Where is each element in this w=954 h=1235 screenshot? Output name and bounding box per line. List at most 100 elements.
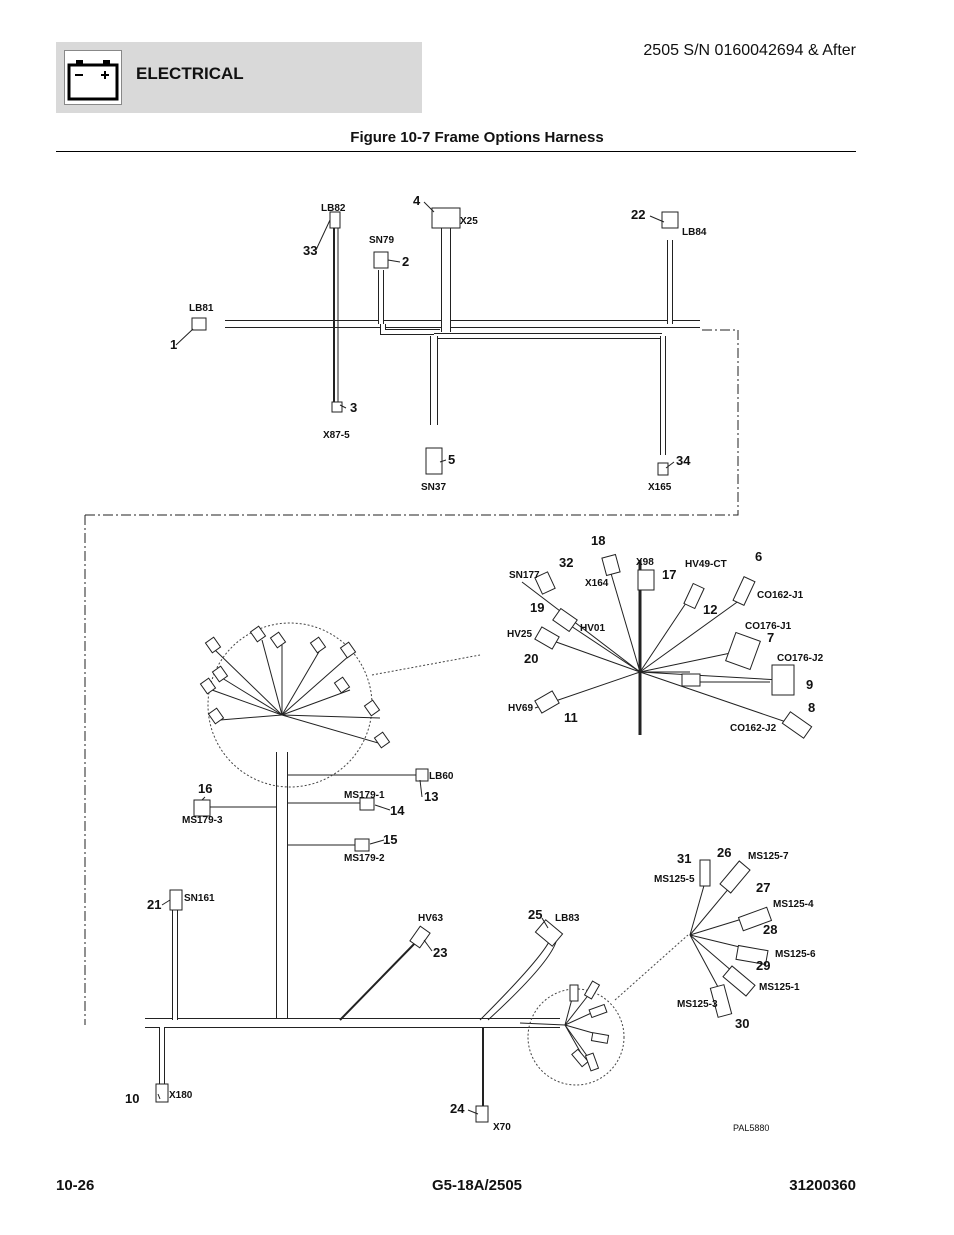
- connector-label-28: MS125-6: [775, 949, 816, 960]
- connector-label-22: LB84: [682, 227, 707, 238]
- ms125-7-connector: [719, 860, 751, 894]
- item-ref-19: 19: [530, 600, 544, 615]
- connector-label-7: CO176-J1: [745, 621, 792, 632]
- leader-line-5: [439, 459, 447, 463]
- fan-wire: [219, 714, 283, 721]
- leader-line-2: [387, 259, 401, 263]
- harness-clip: [681, 673, 701, 687]
- co176-j1-connector: [725, 631, 761, 671]
- sn177-connector: [534, 571, 556, 595]
- item-ref-14: 14: [390, 803, 405, 818]
- leader-line-10: [157, 1093, 161, 1100]
- item-ref-1: 1: [170, 337, 177, 352]
- fan-connector: [249, 625, 267, 643]
- item-ref-2: 2: [402, 254, 409, 269]
- fan-wire: [564, 1024, 591, 1061]
- sn37-connector: [425, 447, 443, 475]
- sn161-connector: [169, 889, 183, 911]
- ms179-3-connector: [193, 799, 211, 817]
- item-ref-6: 6: [755, 549, 762, 564]
- lb82-connector: [329, 211, 341, 229]
- ms125-1-connector: [722, 965, 756, 997]
- connector-label-25: LB83: [555, 913, 580, 924]
- leader-line-22: [649, 215, 665, 223]
- lower-mini-connector: [569, 984, 579, 1002]
- harness-boundary: [84, 329, 739, 1025]
- lb84-connector: [661, 211, 679, 229]
- x180-connector: [155, 1083, 169, 1103]
- item-ref-8: 8: [808, 700, 815, 715]
- item-ref-13: 13: [424, 789, 438, 804]
- detail-leader: [371, 654, 481, 676]
- fan-wire: [281, 654, 351, 716]
- item-ref-34: 34: [676, 453, 691, 468]
- item-ref-20: 20: [524, 651, 538, 666]
- section-header: ELECTRICAL: [56, 42, 422, 113]
- connector-label-21: SN161: [184, 893, 215, 904]
- lb60-connector: [415, 768, 429, 782]
- connector-label-3: X87-5: [323, 430, 350, 441]
- item-ref-17: 17: [662, 567, 676, 582]
- item-ref-12: 12: [703, 602, 717, 617]
- lower-mini-connector: [583, 980, 601, 1000]
- item-ref-31: 31: [677, 851, 691, 866]
- hv49-ct-connector: [683, 582, 705, 610]
- item-ref-24: 24: [450, 1101, 465, 1116]
- fan-wire: [639, 649, 746, 673]
- hv63-wire: [339, 939, 419, 1021]
- lb83-wire: [487, 941, 557, 1021]
- lb81-connector: [191, 317, 207, 331]
- ms179-1-connector: [359, 797, 375, 811]
- leader-line-16: [201, 796, 206, 801]
- item-ref-11: 11: [564, 710, 578, 725]
- connector-label-4: X25: [460, 216, 478, 227]
- fan-wire: [639, 599, 689, 673]
- connector-label-8: CO162-J2: [730, 723, 777, 734]
- leader-line-34: [665, 461, 675, 469]
- detail-wire: [519, 1022, 566, 1026]
- x98-connector: [637, 569, 655, 591]
- fan-connector: [333, 676, 351, 694]
- x25-connector: [431, 207, 461, 229]
- item-ref-25: 25: [528, 907, 542, 922]
- fan-connector: [207, 707, 225, 725]
- item-ref-32: 32: [559, 555, 573, 570]
- connector-label-9: CO176-J2: [777, 653, 824, 664]
- lower-mini-connector: [571, 1048, 589, 1068]
- fan-wire: [261, 639, 283, 716]
- connector-label-32: SN177: [509, 570, 540, 581]
- fan-wire: [544, 637, 641, 673]
- connector-label-12: HV49-CT: [685, 559, 727, 570]
- drawing-id: PAL5880: [733, 1123, 769, 1133]
- connector-label-27: MS125-4: [773, 899, 814, 910]
- connector-label-16: MS179-3: [182, 815, 223, 826]
- leader-line-24: [467, 1109, 479, 1115]
- fan-wire: [561, 619, 641, 673]
- item-ref-21: 21: [147, 897, 161, 912]
- fan-connector: [269, 631, 287, 649]
- leader-line-21: [161, 899, 171, 906]
- document-number: 31200360: [789, 1177, 856, 1194]
- item-ref-22: 22: [631, 207, 645, 222]
- fan-wire: [214, 649, 283, 716]
- leader-line-14: [374, 804, 391, 811]
- connector-label-19: HV01: [580, 623, 605, 634]
- fan-wire: [221, 677, 283, 716]
- fan-connector: [309, 636, 327, 654]
- fan-wire: [639, 671, 781, 681]
- connector-label-23: HV63: [418, 913, 443, 924]
- item-ref-5: 5: [448, 452, 455, 467]
- fan-wire: [639, 599, 741, 673]
- connector-label-14: MS179-1: [344, 790, 385, 801]
- connector-label-29: MS125-1: [759, 982, 800, 993]
- item-ref-33: 33: [303, 243, 317, 258]
- page-number: 10-26: [56, 1177, 95, 1194]
- connector-label-24: X70: [493, 1122, 511, 1133]
- item-ref-4: 4: [413, 193, 421, 208]
- leader-line-3: [339, 404, 347, 409]
- serial-range: 2505 S/N 0160042694 & After: [643, 42, 856, 59]
- item-ref-3: 3: [350, 400, 357, 415]
- connector-label-20: HV25: [507, 629, 532, 640]
- item-ref-30: 30: [735, 1016, 749, 1031]
